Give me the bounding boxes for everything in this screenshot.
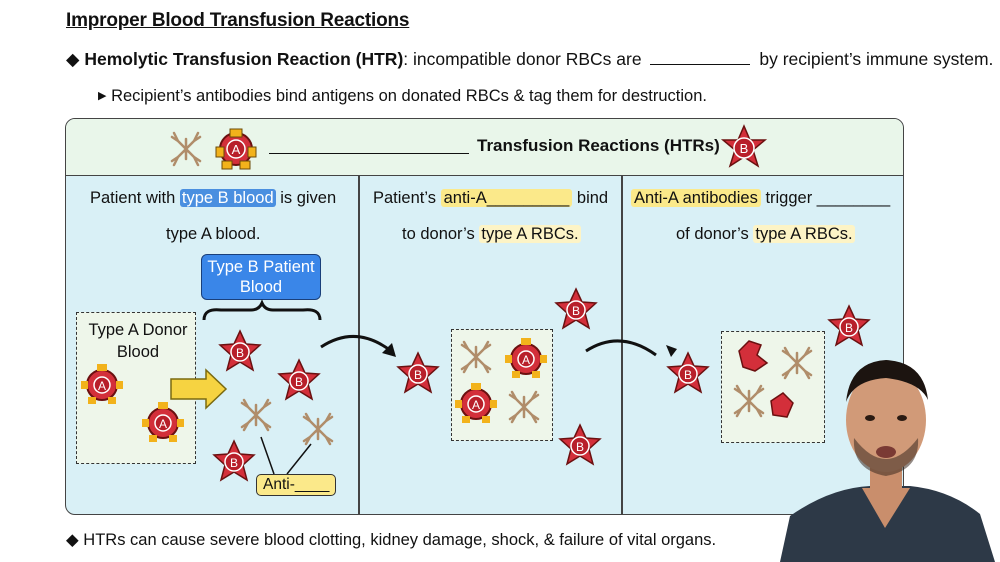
right-arrow-icon xyxy=(170,368,228,410)
svg-text:B: B xyxy=(572,304,580,318)
antibody-icon xyxy=(508,390,540,424)
htr-blank xyxy=(650,63,751,65)
svg-text:B: B xyxy=(236,346,244,360)
donor-blood-label: Type A Donor Blood xyxy=(88,321,188,361)
antibody-icon xyxy=(781,346,813,380)
bullet-diamond-icon: ◆ xyxy=(66,49,80,69)
lysed-rbc-icon xyxy=(738,340,794,418)
pointer-line xyxy=(260,436,312,475)
type-b-highlight: type B blood xyxy=(179,189,276,207)
rbc-type-b-icon: B xyxy=(720,124,768,168)
column-divider-1 xyxy=(358,176,360,514)
header-blank xyxy=(269,153,469,154)
antibody-icon xyxy=(240,398,272,432)
header-icons: A xyxy=(170,128,257,170)
footer-text: HTRs can cause severe blood clotting, ki… xyxy=(83,531,717,549)
antibody-icon xyxy=(302,412,334,446)
svg-text:A: A xyxy=(522,353,530,367)
rbc-type-a-icon: A xyxy=(142,402,184,442)
bullet-triangle-icon: ▶ xyxy=(98,90,107,102)
svg-text:B: B xyxy=(740,141,749,156)
rbc-type-b-icon: B xyxy=(666,351,710,394)
type-a-rbc-highlight: type A RBCs. xyxy=(479,225,581,243)
htr-text-b: by recipient’s immune system. xyxy=(759,49,994,69)
col2-line1: Patient’s anti-A_________ bind xyxy=(373,189,609,207)
transfusion-panel: A Transfusion Reactions (HTRs) B Patient… xyxy=(65,118,904,515)
rbc-type-b-icon: B xyxy=(212,439,256,482)
svg-text:B: B xyxy=(845,321,853,335)
htr-term: Hemolytic Transfusion Reaction (HTR) xyxy=(84,49,404,69)
rbc-type-a-icon: A xyxy=(455,383,497,423)
rbc-type-b-icon: B xyxy=(396,351,440,394)
col1-cells: A A B B B xyxy=(81,329,396,482)
anti-a-highlight: anti-A_________ xyxy=(440,189,573,207)
col3-cells: B B xyxy=(666,304,871,418)
curved-arrow-icon xyxy=(585,339,657,357)
rbc-type-b-icon: B xyxy=(277,358,321,401)
presenter-video xyxy=(780,360,995,562)
svg-text:A: A xyxy=(159,417,167,431)
rbc-type-a-icon: A xyxy=(505,338,547,378)
svg-text:A: A xyxy=(98,379,106,393)
col2-line2: to donor’s type A RBCs. xyxy=(402,225,581,243)
svg-text:A: A xyxy=(472,398,480,412)
rbc-type-b-icon: B xyxy=(558,423,602,466)
curved-arrow-icon xyxy=(320,334,392,353)
svg-text:B: B xyxy=(684,368,692,382)
antibody-icon xyxy=(170,131,202,167)
brace-icon xyxy=(202,299,322,321)
bullet-diamond-icon: ◆ xyxy=(66,531,79,549)
col1-line2: type A blood. xyxy=(166,225,261,243)
column-divider-2 xyxy=(621,176,623,514)
anti-tag-label: Anti-____ xyxy=(256,474,337,496)
footer-bullet: ◆ HTRs can cause severe blood clotting, … xyxy=(66,530,716,550)
panel-header-title: Transfusion Reactions (HTRs) xyxy=(477,136,720,155)
htr-bullet: ◆ Hemolytic Transfusion Reaction (HTR): … xyxy=(66,49,993,70)
antibody-icon xyxy=(460,340,492,374)
col1-line1: Patient with type B blood is given xyxy=(90,189,337,207)
antibody-icon xyxy=(733,384,765,418)
panel-header: A Transfusion Reactions (HTRs) B xyxy=(66,119,903,176)
rbc-type-a-icon: A xyxy=(215,128,257,170)
rbc-type-a-icon: A xyxy=(81,364,123,404)
rbc-type-b-icon: B xyxy=(554,287,598,330)
anti-a-antibodies-highlight: Anti-A antibodies xyxy=(631,189,761,207)
col2-cells: B B B A A xyxy=(396,287,657,466)
svg-text:B: B xyxy=(414,368,422,382)
page-title: Improper Blood Transfusion Reactions xyxy=(66,10,410,31)
patient-blood-label: Type B Patient Blood xyxy=(201,254,321,300)
htr-sub-bullet: ▶ Recipient’s antibodies bind antigens o… xyxy=(98,87,707,106)
htr-text-a: : incompatible donor RBCs are xyxy=(403,49,642,69)
rbc-type-b-icon: B xyxy=(827,304,871,347)
svg-text:B: B xyxy=(576,440,584,454)
rbc-type-b-icon: B xyxy=(218,329,262,372)
htr-sub-text: Recipient’s antibodies bind antigens on … xyxy=(111,87,707,105)
col3-line2: of donor’s type A RBCs. xyxy=(676,225,855,243)
svg-text:B: B xyxy=(230,456,238,470)
svg-text:B: B xyxy=(295,375,303,389)
svg-text:A: A xyxy=(232,142,241,157)
col3-type-a-highlight: type A RBCs. xyxy=(753,225,855,243)
col3-line1: Anti-A antibodies trigger ________ xyxy=(631,189,890,208)
